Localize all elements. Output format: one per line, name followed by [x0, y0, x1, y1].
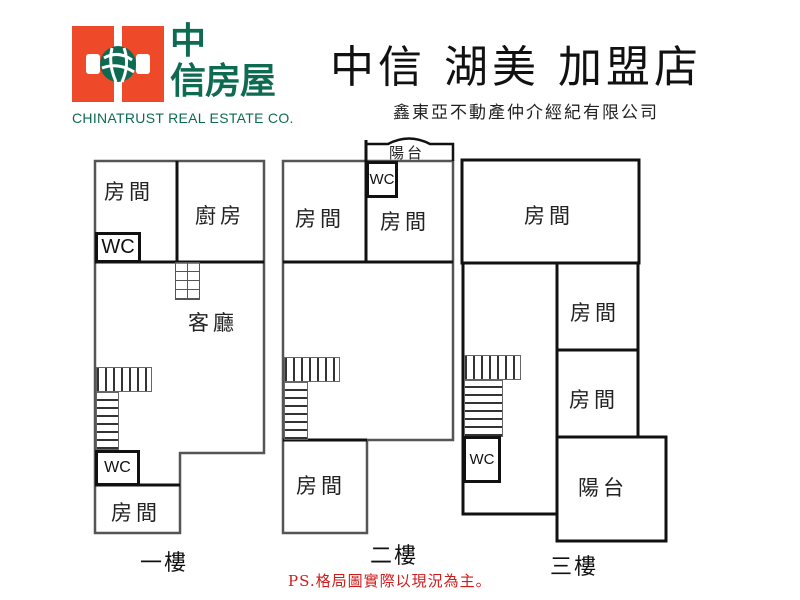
floor-label-1f: 一樓 [140, 551, 189, 576]
room-wc: WC [463, 436, 501, 483]
room-label: 房間 [296, 474, 346, 498]
room-label: 廚房 [195, 204, 245, 228]
brand-english-name: CHINATRUST REAL ESTATE CO. [72, 110, 294, 126]
stairs [464, 380, 503, 437]
floor-label-3f: 三樓 [550, 555, 599, 580]
globe-logo-icon [72, 26, 164, 102]
room-wc: WC [95, 232, 141, 263]
stairs [96, 367, 152, 392]
room-label: 房間 [295, 207, 345, 231]
room-label: 房間 [570, 301, 620, 325]
store-title: 中信 湖美 加盟店 [330, 42, 702, 93]
room-label: 客廳 [188, 311, 238, 335]
disclaimer-note: PS.格局圖實際以現況為主。 [288, 572, 492, 590]
stairs [96, 392, 119, 450]
brand-name-line1: 中 [170, 21, 207, 62]
stairs [284, 382, 308, 440]
room-wc: WC [95, 450, 140, 486]
room-label: 房間 [111, 501, 161, 525]
room-label: 陽台 [578, 476, 628, 500]
room-label: 房間 [380, 210, 430, 234]
room-label: 房間 [104, 180, 154, 204]
room-label: 房間 [569, 388, 619, 412]
brand-name-line2: 信房屋 [170, 61, 276, 102]
stairs [284, 357, 340, 382]
stairs [464, 355, 521, 380]
room-wc: WC [366, 161, 398, 198]
floor-label-2f: 二樓 [370, 544, 419, 569]
room-label: 房間 [524, 204, 574, 228]
brand-logo [72, 26, 164, 102]
room-label: 陽台 [389, 144, 426, 162]
company-name: 鑫東亞不動產仲介經紀有限公司 [393, 103, 659, 123]
stairs [175, 262, 200, 300]
